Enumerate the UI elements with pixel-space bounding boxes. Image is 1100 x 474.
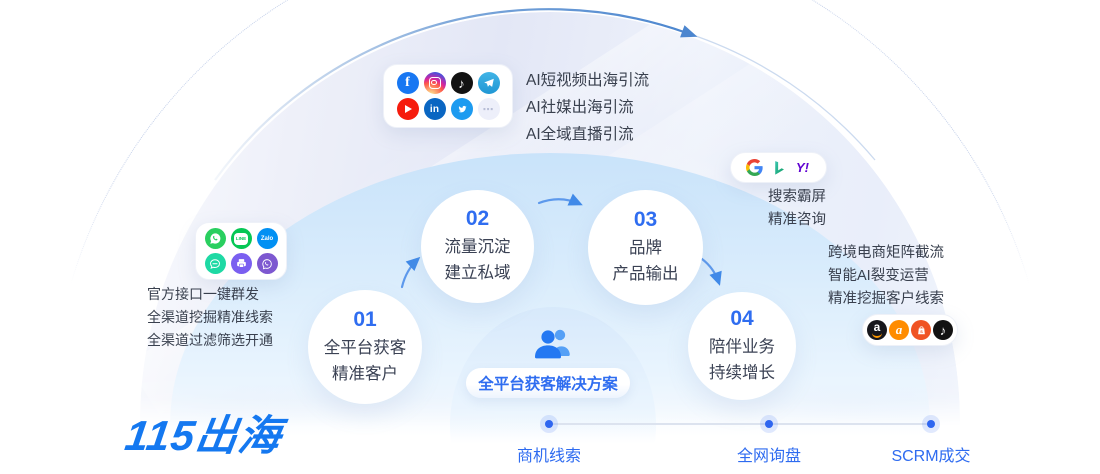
text-line: 官方接口一键群发 <box>147 286 259 302</box>
chat-icon <box>204 253 226 274</box>
search-engines-card: Y! <box>730 152 827 183</box>
text-line: AI短视频出海引流 <box>526 72 650 89</box>
timeline-dot-1 <box>540 415 558 433</box>
timeline-dot-2 <box>760 415 778 433</box>
social-icons-row-1: f ♪ <box>396 72 500 94</box>
ecommerce-icons-row: a a S ♪ <box>867 320 953 340</box>
social-traffic-text: AI短视频出海引流 AI社媒出海引流 AI全域直播引流 <box>526 67 649 148</box>
step-label: 精准客户 <box>332 364 398 383</box>
step-circle-2: 02 流量沉淀 建立私域 <box>421 190 534 303</box>
step-number: 02 <box>465 207 490 230</box>
alibaba-icon: a <box>889 320 909 340</box>
whatsapp-icon <box>204 228 226 249</box>
text-line: AI全域直播引流 <box>526 126 634 143</box>
timeline-line <box>549 423 931 425</box>
viber-icon <box>256 253 278 274</box>
amazon-icon: a <box>867 320 887 340</box>
timeline-dot-3 <box>922 415 940 433</box>
text-line: 搜索霸屏 <box>768 189 826 205</box>
ecommerce-icons-card: a a S ♪ <box>862 314 958 346</box>
users-icon <box>535 329 570 359</box>
step-label: 流量沉淀 <box>444 238 511 256</box>
svg-text:S: S <box>920 329 923 333</box>
timeline-label-1: 商机线索 <box>516 448 581 465</box>
tiktok-icon: ♪ <box>933 320 953 340</box>
step-label: 全平台获客 <box>323 338 407 357</box>
text-line: 全渠道过滤筛选开通 <box>147 332 273 348</box>
youtube-icon <box>396 98 419 120</box>
step-number: 01 <box>353 307 377 331</box>
twitter-icon <box>450 98 473 120</box>
social-icons-row-2: in ⋯ <box>396 98 500 120</box>
tiktok-icon: ♪ <box>450 72 473 94</box>
brand-logo: 115出海 <box>122 412 285 459</box>
text-line: 精准咨询 <box>768 212 826 228</box>
bing-icon <box>769 158 789 178</box>
step-label: 建立私域 <box>444 264 511 282</box>
text-line: 全渠道挖掘精准线索 <box>147 309 273 325</box>
text-line: 智能AI裂变运营 <box>828 268 929 284</box>
google-icon <box>745 158 765 178</box>
messaging-icons-row-1: LINE Zalo <box>204 228 278 249</box>
step-number: 04 <box>730 306 754 330</box>
step-circle-1: 01 全平台获客 精准客户 <box>308 290 422 404</box>
facebook-icon: f <box>396 72 419 94</box>
telegram-icon <box>477 72 500 94</box>
step-label: 产品输出 <box>612 265 679 283</box>
text-line: 精准挖掘客户线索 <box>828 291 944 307</box>
messaging-icons-row-2 <box>204 253 278 274</box>
social-icons-card: f ♪ in ⋯ <box>383 64 513 128</box>
step-circle-4: 04 陪伴业务 持续增长 <box>688 292 796 400</box>
step-number: 03 <box>633 208 658 231</box>
step-circle-3: 03 品牌 产品输出 <box>588 190 703 305</box>
solution-pill: 全平台获客解决方案 <box>466 368 630 398</box>
line-icon: LINE <box>230 228 252 249</box>
timeline-label-2: 全网询盘 <box>736 448 801 465</box>
linkedin-icon: in <box>423 98 446 120</box>
messaging-text: 官方接口一键群发 全渠道挖掘精准线索 全渠道过滤筛选开通 <box>147 283 273 352</box>
step-label: 持续增长 <box>709 363 775 382</box>
text-line: AI社媒出海引流 <box>526 99 634 116</box>
more-platforms-icon: ⋯ <box>477 98 500 120</box>
text-line: 跨境电商矩阵截流 <box>828 245 944 261</box>
zalo-icon: Zalo <box>256 228 278 249</box>
search-text: 搜索霸屏 精准咨询 <box>737 186 857 232</box>
timeline-label-3: SCRM成交 <box>891 448 971 465</box>
ecommerce-text: 跨境电商矩阵截流 智能AI裂变运营 精准挖掘客户线索 <box>828 242 944 311</box>
search-icons-row: Y! <box>745 158 813 178</box>
shopee-icon: S <box>911 320 931 340</box>
messaging-icons-card: LINE Zalo <box>195 222 287 280</box>
fax-icon <box>230 253 252 274</box>
instagram-icon <box>423 72 446 94</box>
step-label: 陪伴业务 <box>709 337 775 356</box>
step-label: 品牌 <box>629 239 662 257</box>
yahoo-icon: Y! <box>796 160 809 175</box>
